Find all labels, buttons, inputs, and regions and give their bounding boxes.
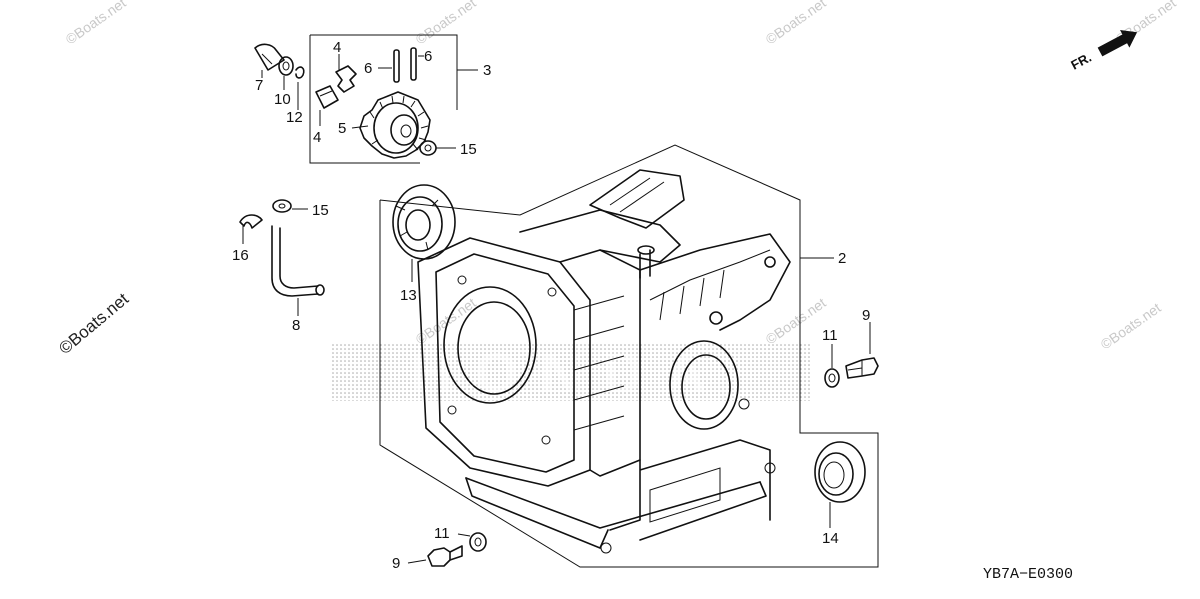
oil-seal-part[interactable] (814, 441, 866, 503)
callout-label-6[interactable]: 6 (364, 60, 372, 77)
watermark-text: ©Boats.net (63, 0, 129, 47)
watermark-group: ©Boats.net ©Boats.net ©Boats.net ©Boats.… (55, 0, 1178, 358)
callout-label-4[interactable]: 4 (313, 129, 321, 146)
ball-bearing-part[interactable] (392, 184, 456, 260)
watermark-text: ©Boats.net (763, 0, 829, 47)
honda-watermark: HONDA (330, 341, 810, 404)
svg-text:HONDA: HONDA (412, 341, 727, 404)
svg-text:FR.: FR. (1068, 50, 1094, 73)
callout-label-5[interactable]: 5 (338, 120, 346, 137)
callout-label-7[interactable]: 7 (255, 77, 263, 94)
direction-arrow-icon (1097, 30, 1138, 57)
thrust-washer-part[interactable] (419, 140, 437, 156)
sealing-washer-part-bottom[interactable] (469, 532, 487, 552)
callout-label-6[interactable]: 6 (424, 48, 432, 65)
callout-label-15[interactable]: 15 (460, 141, 477, 158)
lever-clip-part[interactable] (239, 214, 263, 229)
callout-label-15[interactable]: 15 (312, 202, 329, 219)
callout-label-12[interactable]: 12 (286, 109, 303, 126)
callout-label-8[interactable]: 8 (292, 317, 300, 334)
diagram-code: YB7A−E0300 (983, 566, 1073, 583)
callout-label-16[interactable]: 16 (232, 247, 249, 264)
governor-holder-part[interactable] (315, 65, 357, 109)
leader-lines (242, 54, 871, 564)
callout-label-9[interactable]: 9 (392, 555, 400, 572)
drain-bolt-part-bottom[interactable] (427, 545, 463, 567)
watermark-text-dark: ©Boats.net (55, 289, 132, 358)
callout-label-9[interactable]: 9 (862, 307, 870, 324)
callout-label-11[interactable]: 11 (434, 525, 450, 542)
callout-label-3[interactable]: 3 (483, 62, 491, 79)
governor-arm-shaft-part[interactable] (271, 225, 325, 297)
clip-part[interactable] (295, 66, 305, 79)
drain-bolt-part-right[interactable] (845, 357, 879, 379)
callout-label-13[interactable]: 13 (400, 287, 417, 304)
sealing-washer-part-right[interactable] (824, 368, 840, 388)
callout-label-14[interactable]: 14 (822, 530, 839, 547)
washer-part[interactable] (278, 56, 294, 76)
callout-label-4[interactable]: 4 (333, 39, 341, 56)
pin-part[interactable] (393, 47, 417, 83)
watermark-text: ©Boats.net (1098, 299, 1164, 352)
callout-label-2[interactable]: 2 (838, 250, 846, 267)
watermark-text: ©Boats.net (763, 294, 829, 347)
washer-part-lower[interactable] (272, 199, 292, 213)
watermark-text: ©Boats.net (413, 0, 479, 47)
crankcase-part[interactable] (417, 169, 791, 554)
callout-label-10[interactable]: 10 (274, 91, 291, 108)
governor-gear-part[interactable] (359, 91, 431, 159)
callout-label-11[interactable]: 11 (822, 327, 838, 344)
